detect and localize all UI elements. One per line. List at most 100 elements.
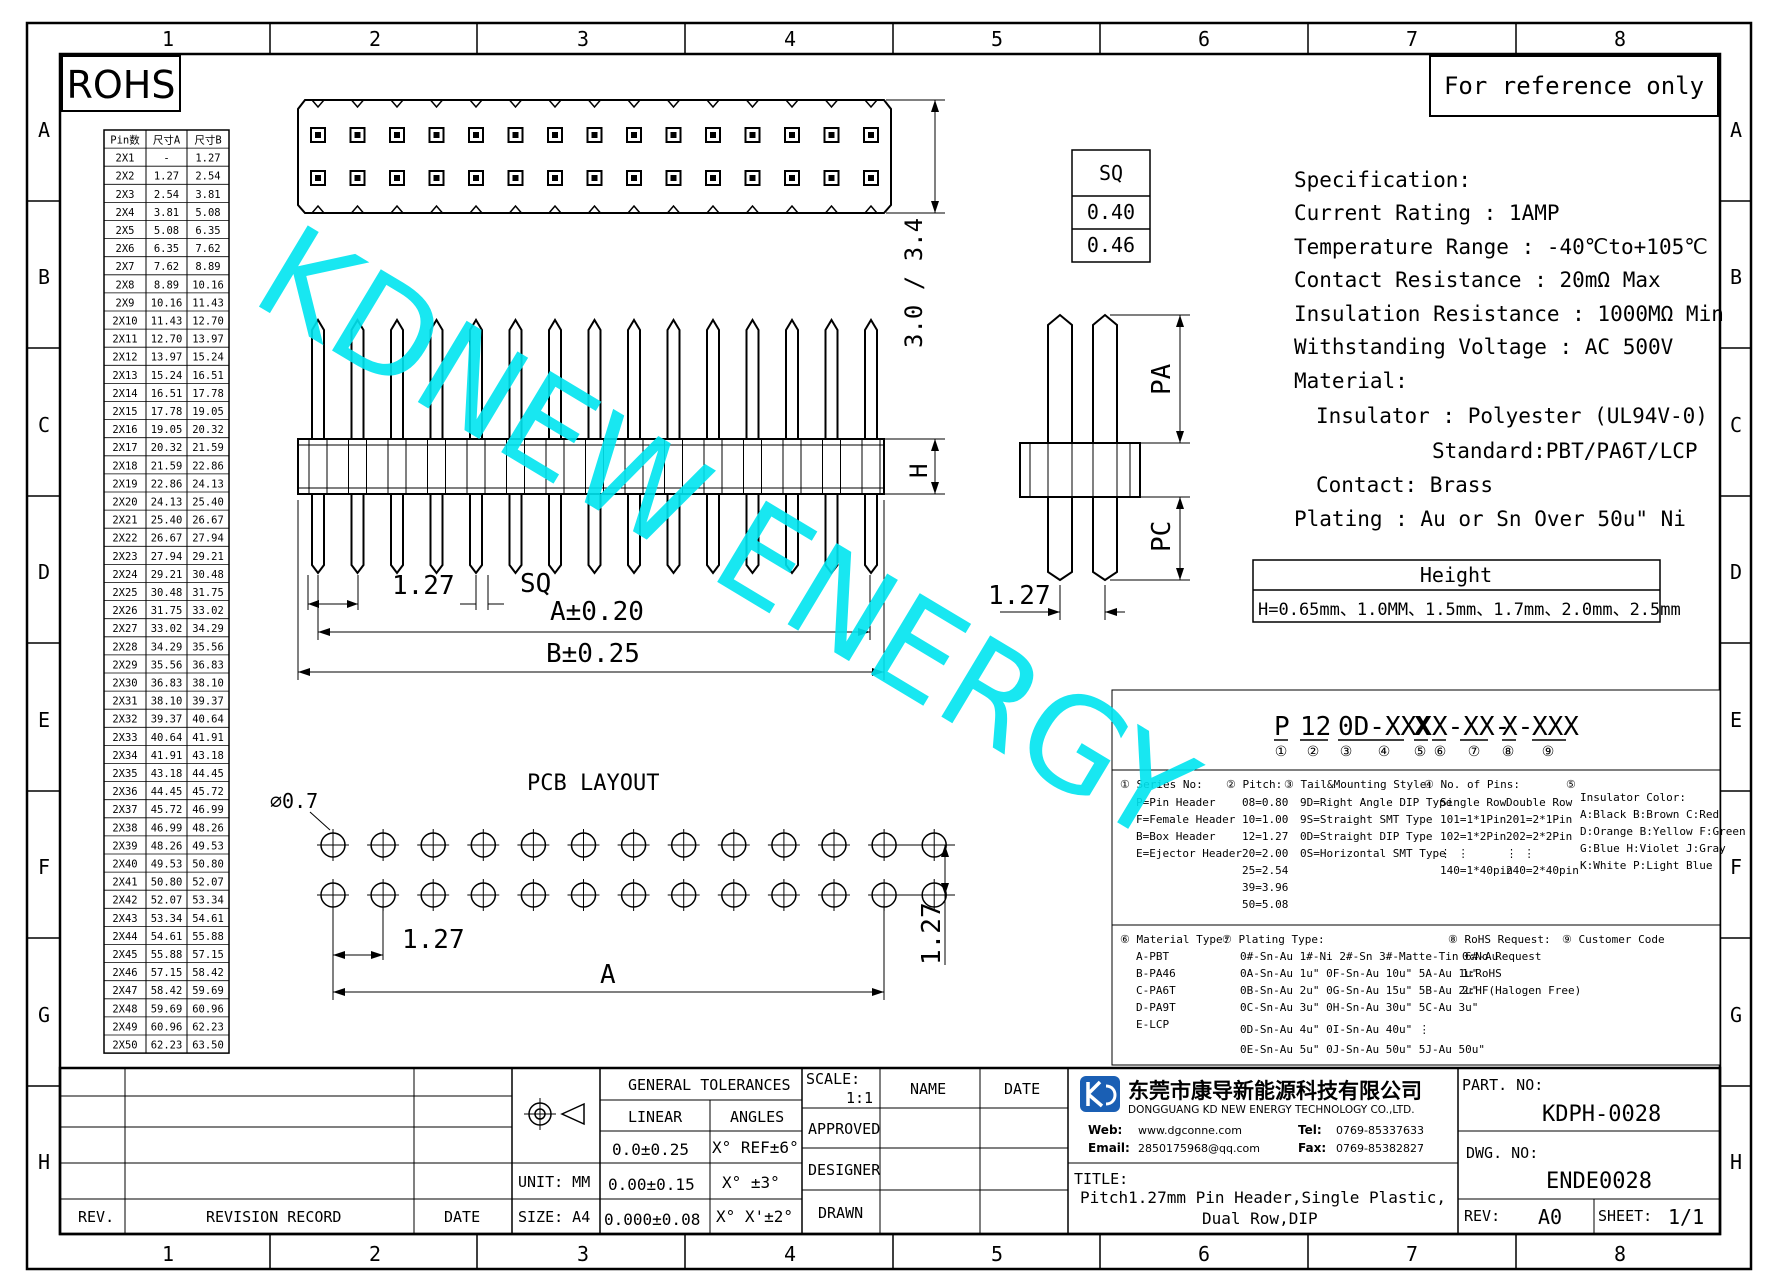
pin-table-cell: 35.56 — [151, 659, 183, 671]
pin-pad — [784, 127, 800, 143]
spec-line: Insulator : Polyester (UL94V-0) — [1316, 404, 1708, 428]
bottom-notch — [666, 204, 681, 214]
pin-table-cell: 8.89 — [195, 261, 220, 273]
legend-text: 0S=Horizontal SMT Type — [1300, 847, 1446, 860]
pin-table-cell: 2X48 — [112, 1003, 137, 1015]
row-label: G — [1730, 1003, 1742, 1027]
pin-upper — [548, 318, 562, 440]
legend-text: K:White P:Light Blue — [1580, 859, 1712, 872]
pin-table-cell: 49.53 — [151, 859, 183, 871]
row-label: H — [38, 1150, 50, 1174]
date-header-2: DATE — [1004, 1080, 1040, 1098]
legend-text: Insulator Color: — [1580, 791, 1686, 804]
circled-number: ⑨ — [1542, 744, 1555, 760]
legend-series: ① Series No: P=Pin Header F=Female Heade… — [1120, 778, 1242, 860]
legend-tail: ③ Tail&Mounting Style: 9D=Right Angle DI… — [1284, 778, 1452, 860]
pin-pad-center — [710, 175, 716, 181]
spec-line: Specification: — [1294, 168, 1471, 192]
col-label: 7 — [1406, 27, 1418, 51]
bottom-notch — [864, 204, 878, 214]
pin-upper — [627, 318, 641, 440]
circled-number: ⑦ — [1468, 744, 1481, 760]
drawn-label: DRAWN — [818, 1204, 863, 1222]
pin-table-cell: 45.72 — [192, 786, 224, 798]
top-notch — [864, 99, 878, 109]
pin-lower — [666, 493, 681, 575]
code-segment: 12 — [1300, 712, 1331, 742]
height-table-header: Height — [1420, 563, 1492, 587]
pin-pad-center — [670, 132, 677, 138]
title-block — [58, 1066, 1722, 1236]
legend-rohs-request: ⑧ RoHS Request: 0:No Request 1:RoHS 2:HF… — [1448, 933, 1581, 997]
email-label: Email: — [1088, 1141, 1130, 1155]
legend-text: E-LCP — [1136, 1018, 1169, 1031]
legend-text: P=Pin Header — [1136, 796, 1216, 809]
pin-pad — [586, 127, 603, 143]
pin-table-cell: 2X37 — [112, 804, 137, 816]
pin-lower — [548, 493, 562, 575]
pin-table-cell: 63.50 — [192, 1040, 224, 1052]
pin-table-cell: 45.72 — [151, 804, 183, 816]
pin-table-cell: 22.86 — [192, 460, 224, 472]
pin-pad-center — [670, 175, 677, 181]
legend-text: E=Ejector Header — [1136, 847, 1242, 860]
row-label: C — [38, 413, 50, 437]
name-header: NAME — [910, 1080, 946, 1098]
legend-text: ⑥ Material Type: — [1120, 933, 1229, 946]
legend-text: 20=2.00 — [1242, 847, 1288, 860]
pin-table-cell: 2X50 — [112, 1040, 137, 1052]
circled-number: ⑥ — [1434, 744, 1447, 760]
pin-table-cell: 21.59 — [151, 460, 183, 472]
top-notch — [390, 99, 404, 109]
legend-text: 0C-Sn-Au 3u" 0H-Sn-Au 30u" 5C-Au 3u" — [1240, 1001, 1478, 1014]
rev-label: REV: — [1464, 1207, 1500, 1225]
pin-pad — [626, 127, 642, 143]
height-table: Height H=0.65mm、1.0MM、1.5mm、1.7mm、2.0mm、… — [1252, 559, 1681, 623]
code-segment: 0D-XXX — [1338, 712, 1432, 742]
pin-table-cell: 31.75 — [151, 605, 183, 617]
pin-table-cell: 40.64 — [192, 714, 224, 726]
pin-upper — [864, 318, 878, 440]
pin-table-cell: 62.23 — [151, 1040, 183, 1052]
row-label: F — [38, 855, 50, 879]
pin-pad-center — [749, 175, 756, 181]
pin-table-cell: 8.89 — [154, 279, 179, 291]
pin-table-cell: 17.78 — [151, 406, 183, 418]
pin-pad — [705, 170, 721, 186]
legend-text: Single Row — [1440, 796, 1507, 809]
col-label: 6 — [1198, 1242, 1210, 1266]
pin-lower — [627, 493, 641, 575]
pin-pad-center — [315, 132, 321, 138]
col-label: 8 — [1614, 27, 1626, 51]
height-table-value: H=0.65mm、1.0MM、1.5mm、1.7mm、2.0mm、2.5mm — [1258, 600, 1681, 620]
code-segment: X-XX- — [1432, 712, 1510, 742]
pcb-a-label: A — [600, 960, 616, 990]
pin-pad — [310, 170, 326, 186]
pin-table-cell: 15.24 — [151, 370, 183, 382]
legend-text: ② Pitch: — [1226, 778, 1282, 791]
pin-lower — [429, 493, 444, 575]
pin-table-cell: 5.08 — [154, 225, 179, 237]
pin-lower — [745, 493, 760, 575]
pin-table-cell: 2X47 — [112, 985, 137, 997]
pin-table-cell: - — [163, 153, 169, 165]
pin-pad — [665, 170, 682, 186]
pin-table-cell: 49.53 — [192, 840, 224, 852]
pin-table-cell: 2X40 — [112, 859, 137, 871]
pitch-dimension-label: 1.27 — [392, 571, 455, 601]
pin-table-cell: 54.61 — [151, 931, 183, 943]
pin-table-cell: 2X16 — [112, 424, 137, 436]
pin-pad-center — [394, 132, 400, 138]
legend-text: 0E-Sn-Au 5u" 0J-Sn-Au 50u" 5J-Au 50u" — [1240, 1043, 1485, 1056]
pin-table-cell: 55.88 — [192, 931, 224, 943]
pin-upper — [350, 318, 365, 440]
spec-line: Material: — [1294, 369, 1408, 393]
pin-pad — [428, 127, 445, 143]
pin-table-cell: 2X2 — [116, 171, 135, 183]
b-tolerance-label: B±0.25 — [546, 639, 640, 669]
pin-table-cell: 62.23 — [192, 1021, 224, 1033]
linear-tol: 0.0±0.25 — [612, 1140, 689, 1159]
pin-table-cell: 7.62 — [195, 243, 220, 255]
legend-text: 101=1*1Pin — [1440, 813, 1506, 826]
sq-dimension-label: SQ — [520, 569, 551, 599]
